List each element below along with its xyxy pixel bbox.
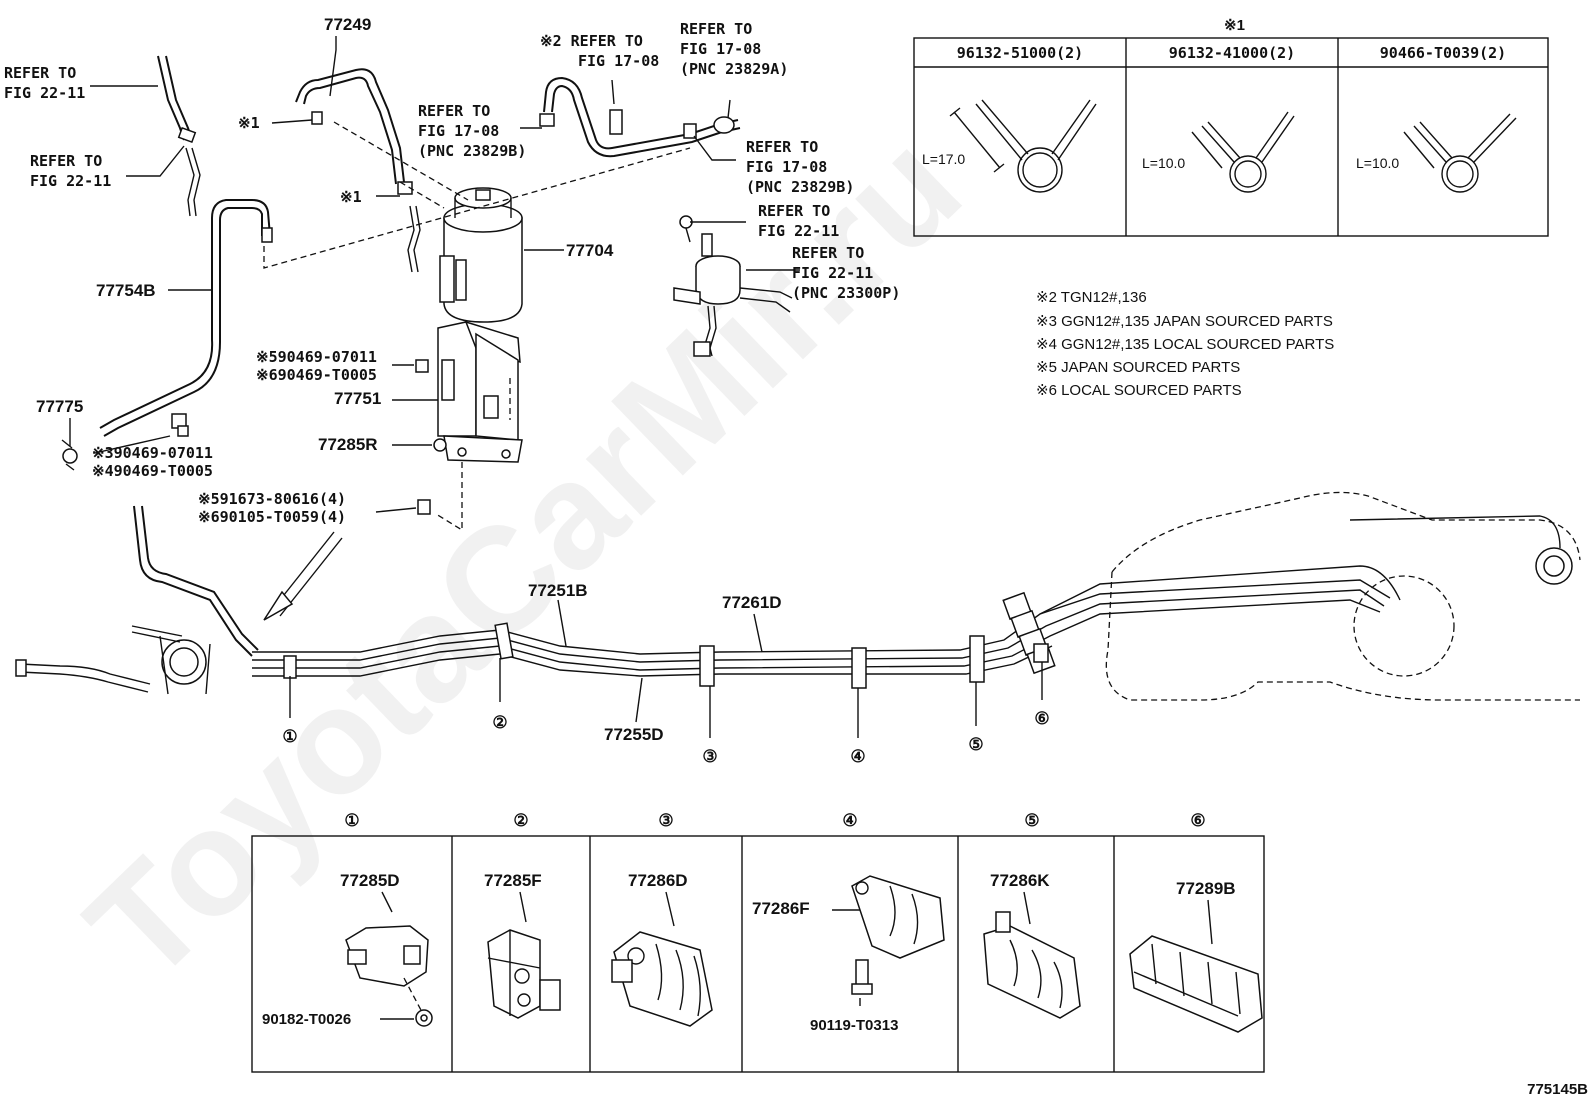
detail-num-6: ⑥	[1190, 811, 1205, 830]
label-77251B: 77251B	[528, 581, 588, 600]
spring-clamp-2: L=10.0	[1142, 111, 1295, 193]
ref-22-11-b-line1: REFER TO	[30, 152, 102, 170]
note-6: ※6 LOCAL SOURCED PARTS	[1036, 382, 1242, 399]
ref-17-08-b-line3: (PNC 23829A)	[680, 60, 788, 78]
detail-part-6: 77289B	[1176, 879, 1236, 898]
ref-17-08-d-line2: FIG 17-08	[746, 158, 827, 176]
mark1-a: ※1	[238, 114, 260, 132]
ref-22-11-b-line2: FIG 22-11	[30, 172, 111, 190]
ref-17-08-d-line3: (PNC 23829B)	[746, 178, 854, 196]
mark1-b: ※1	[340, 188, 362, 206]
clip-note-3: ※390469-07011	[92, 444, 213, 462]
bolt-note-6: ※690469-T0005	[256, 366, 377, 384]
clamp-header-2: 96132-41000(2)	[1169, 44, 1295, 62]
clamp-table-mark: ※1	[1224, 17, 1245, 34]
hose-77249	[295, 68, 421, 273]
leader-lines-top	[69, 36, 800, 621]
detail-table: ① ② ③ ④ ⑤ ⑥ 77285D 90182-T0026 77285F	[251, 811, 1265, 1073]
spring-clamp-1: L=17.0	[922, 99, 1097, 193]
run-labels: 77251B 77261D 77255D ① ② ③ ④ ⑤ ⑥	[282, 581, 1049, 766]
detail-num-1: ①	[344, 811, 359, 830]
label-77249: 77249	[324, 15, 371, 34]
label-77285R: 77285R	[318, 435, 378, 454]
ref-17-08-c-line3: (PNC 23829B)	[418, 142, 526, 160]
detail-num-3: ③	[658, 811, 673, 830]
label-77754B: 77754B	[96, 281, 156, 300]
leader-lines-run	[289, 599, 1043, 738]
clamp-length-1: L=17.0	[922, 151, 965, 167]
filler-hose-group	[61, 55, 273, 471]
callout-1: ①	[282, 727, 297, 746]
doc-id: 775145B	[1527, 1081, 1588, 1098]
clip-note-4: ※490469-T0005	[92, 462, 213, 480]
detail-77285D: 77285D 90182-T0026	[262, 871, 433, 1028]
label-77751: 77751	[334, 389, 381, 408]
screw-note-5: ※591673-80616(4)	[198, 490, 346, 508]
label-77261D: 77261D	[722, 593, 782, 612]
detail-part-5: 77286K	[990, 871, 1050, 890]
detail-77286F: 77286F 90119-T0313	[752, 875, 945, 1034]
fuel-filter	[673, 215, 793, 357]
detail-part-1: 77285D	[340, 871, 400, 890]
fuel-tank-outline	[1105, 491, 1581, 701]
ref-22-11-d-line1: REFER TO	[792, 244, 864, 262]
ref-22-11-c-line2: FIG 22-11	[758, 222, 839, 240]
label-77704: 77704	[566, 241, 614, 260]
note-2: ※2 TGN12#,136	[1036, 289, 1147, 306]
label-77255D: 77255D	[604, 725, 664, 744]
detail-num-5: ⑤	[1024, 811, 1039, 830]
clamp-header-3: 90466-T0039(2)	[1380, 44, 1506, 62]
callout-6: ⑥	[1034, 709, 1049, 728]
note-3: ※3 GGN12#,135 JAPAN SOURCED PARTS	[1036, 313, 1333, 330]
ref-17-08-a-line2: FIG 17-08	[578, 52, 659, 70]
ref-17-08-b-line1: REFER TO	[680, 20, 752, 38]
detail-77285F: 77285F	[484, 871, 561, 1019]
ref-17-08-b-line2: FIG 17-08	[680, 40, 761, 58]
ref-22-11-d-line2: FIG 22-11	[792, 264, 873, 282]
callout-4: ④	[850, 747, 865, 766]
vapor-pipe	[539, 76, 741, 158]
detail-num-2: ②	[513, 811, 528, 830]
bolt-note-5: ※590469-07011	[256, 348, 377, 366]
note-4: ※4 GGN12#,135 LOCAL SOURCED PARTS	[1036, 336, 1334, 353]
detail-part-4: 77286F	[752, 899, 810, 918]
callout-2: ②	[492, 713, 507, 732]
top-labels: 77249 REFER TO FIG 22-11 REFER TO FIG 22…	[4, 15, 900, 526]
detail-part-3: 77286D	[628, 871, 688, 890]
detail-77286D: 77286D	[611, 871, 713, 1027]
clamp-length-3: L=10.0	[1356, 155, 1399, 171]
ref-22-11-d-line3: (PNC 23300P)	[792, 284, 900, 302]
ref-17-08-c-line2: FIG 17-08	[418, 122, 499, 140]
detail-sub-1: 90182-T0026	[262, 1011, 351, 1028]
bracket-77751	[415, 320, 523, 515]
screw-note-6: ※690105-T0059(4)	[198, 508, 346, 526]
callout-5: ⑤	[968, 735, 983, 754]
clamp-header-1: 96132-51000(2)	[957, 44, 1083, 62]
ref-17-08-d-line1: REFER TO	[746, 138, 818, 156]
ref-17-08-a-line1: ※2 REFER TO	[540, 32, 643, 50]
note-5: ※5 JAPAN SOURCED PARTS	[1036, 359, 1240, 376]
main-fuel-lines	[15, 505, 1561, 695]
callout-3: ③	[702, 747, 717, 766]
label-77775: 77775	[36, 397, 83, 416]
ref-22-11-a-line1: REFER TO	[4, 64, 76, 82]
detail-part-2: 77285F	[484, 871, 542, 890]
clamp-length-2: L=10.0	[1142, 155, 1185, 171]
canister-77704	[439, 187, 523, 323]
ref-22-11-a-line2: FIG 22-11	[4, 84, 85, 102]
notes: ※2 TGN12#,136 ※3 GGN12#,135 JAPAN SOURCE…	[1036, 289, 1334, 399]
detail-sub-4: 90119-T0313	[810, 1017, 898, 1034]
clamp-table: ※1 96132-51000(2) 96132-41000(2) 90466-T…	[913, 17, 1549, 237]
dashed-leaders	[263, 121, 691, 532]
detail-num-4: ④	[842, 811, 857, 830]
ref-22-11-c-line1: REFER TO	[758, 202, 830, 220]
spring-clamp-3: L=10.0	[1356, 113, 1517, 193]
ref-17-08-c-line1: REFER TO	[418, 102, 490, 120]
detail-77286K: 77286K	[983, 871, 1081, 1019]
detail-77289B: 77289B	[1129, 879, 1263, 1033]
